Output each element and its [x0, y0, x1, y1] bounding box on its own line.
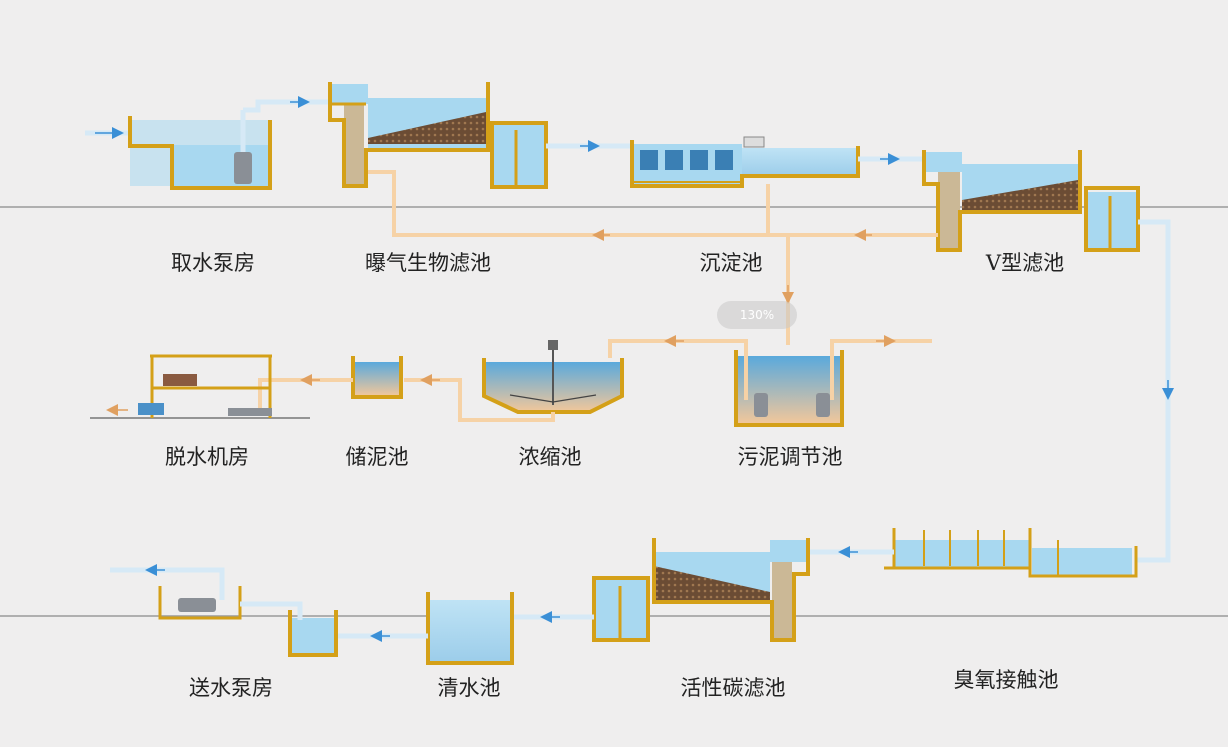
dewatering-room [106, 354, 272, 418]
sludge-regulating-tank [734, 350, 844, 427]
pipe-to-baf [243, 96, 330, 113]
sedimentation-tank [630, 136, 860, 188]
label-clear-water-tank: 清水池 [437, 676, 501, 700]
activated-carbon-filter-tank [652, 538, 810, 642]
delivery-pump-house [110, 564, 303, 620]
biological-aerated-filter-tank [328, 82, 490, 188]
v-filter-outlet-tank [1084, 186, 1140, 252]
label-delivery-pump-house: 送水泵房 [189, 676, 273, 700]
baf-outlet-tank [490, 121, 548, 189]
label-intake-pump-house: 取水泵房 [171, 251, 255, 275]
clear-water-tank [426, 592, 514, 665]
label-dewatering-room: 脱水机房 [165, 445, 249, 469]
label-biological-aerated-filter: 曝气生物滤池 [365, 251, 491, 275]
label-sludge-regulating-tank: 污泥调节池 [737, 445, 843, 469]
label-ozone-contact-tank: 臭氧接触池 [953, 668, 1059, 692]
label-activated-carbon-filter: 活性碳滤池 [680, 676, 786, 700]
delivery-suction-well [288, 610, 338, 657]
pipe-to-ozone [1135, 219, 1174, 563]
supernatant-pipe [830, 339, 932, 400]
sludge-storage-tank [351, 356, 403, 399]
carbon-outlet-tank [592, 576, 650, 642]
label-sedimentation-tank: 沉淀池 [699, 251, 763, 275]
label-sludge-storage-tank: 储泥池 [345, 445, 409, 469]
label-thickening-tank: 浓缩池 [518, 445, 582, 469]
thickening-tank [482, 340, 624, 414]
intake-pump-house-tank [128, 110, 272, 190]
v-type-filter-tank [922, 150, 1082, 252]
label-v-type-filter: V型滤池 [985, 251, 1065, 275]
zoom-indicator: 130% [717, 301, 797, 329]
ozone-contact-tank [884, 528, 1138, 578]
pipe-to-dewatering [230, 378, 353, 414]
pipe-to-thickener [608, 339, 748, 400]
pipe-to-storage [404, 378, 555, 422]
